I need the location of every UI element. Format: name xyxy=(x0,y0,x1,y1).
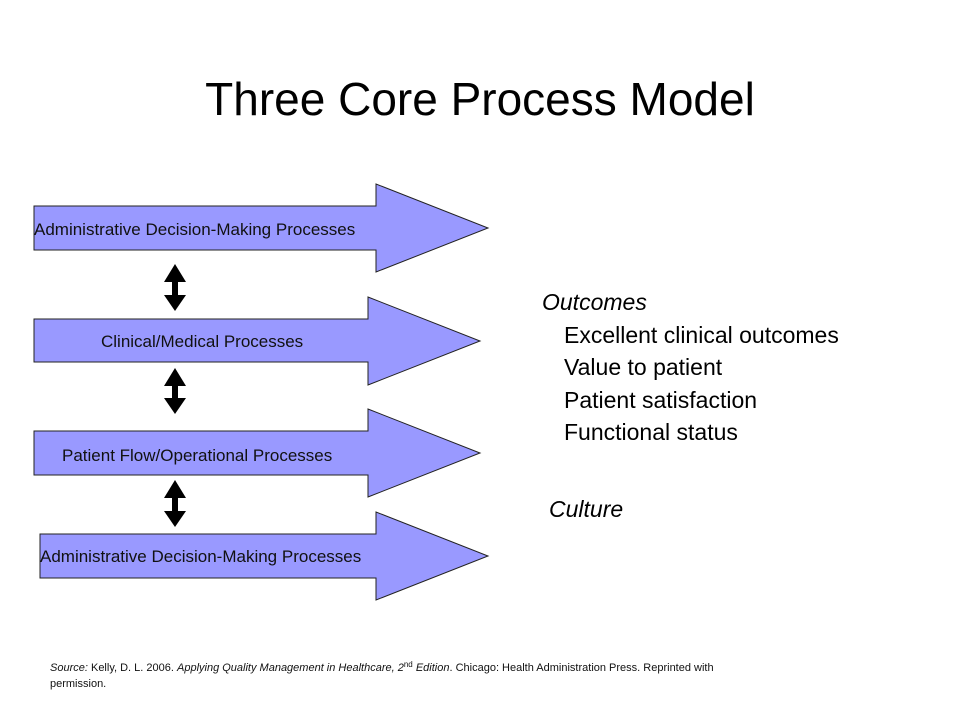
outcomes-list: Outcomes Excellent clinical outcomes Val… xyxy=(542,286,839,449)
arrow-shape-3 xyxy=(33,408,482,498)
process-arrow-1: Administrative Decision-Making Processes xyxy=(33,183,490,273)
process-arrow-4: Administrative Decision-Making Processes xyxy=(39,511,490,601)
source-prefix: Source: xyxy=(50,662,88,674)
process-label-1: Administrative Decision-Making Processes xyxy=(34,220,355,239)
process-label-2: Clinical/Medical Processes xyxy=(101,332,303,351)
source-author: Kelly, D. L. 2006. xyxy=(87,662,177,674)
arrow-shape-2 xyxy=(33,296,482,386)
culture-label: Culture xyxy=(549,496,624,522)
process-arrow-3: Patient Flow/Operational Processes xyxy=(33,408,482,498)
outcome-item: Excellent clinical outcomes xyxy=(564,321,839,348)
outcome-item: Functional status xyxy=(564,419,738,445)
source-edition: Edition xyxy=(412,662,450,674)
outcomes-heading: Outcomes xyxy=(542,289,647,315)
process-label-3: Patient Flow/Operational Processes xyxy=(62,446,332,465)
source-publisher: . Chicago: Health Administration Press. … xyxy=(50,662,714,690)
double-arrow-icon xyxy=(164,368,186,414)
source-citation: Source: Kelly, D. L. 2006. Applying Qual… xyxy=(50,660,740,692)
source-book: Applying Quality Management in Healthcar… xyxy=(177,662,404,674)
arrow-shape-4 xyxy=(39,511,490,601)
process-label-4: Administrative Decision-Making Processes xyxy=(40,547,361,566)
page-title: Three Core Process Model xyxy=(205,73,755,125)
arrow-shape-1 xyxy=(33,183,490,273)
source-edition-sup: nd xyxy=(403,660,413,669)
double-arrow-icon xyxy=(164,264,186,311)
process-arrow-2: Clinical/Medical Processes xyxy=(33,296,482,386)
outcome-item: Value to patient xyxy=(564,354,723,380)
double-arrow-icon xyxy=(164,480,186,527)
outcome-item: Patient satisfaction xyxy=(564,386,758,413)
